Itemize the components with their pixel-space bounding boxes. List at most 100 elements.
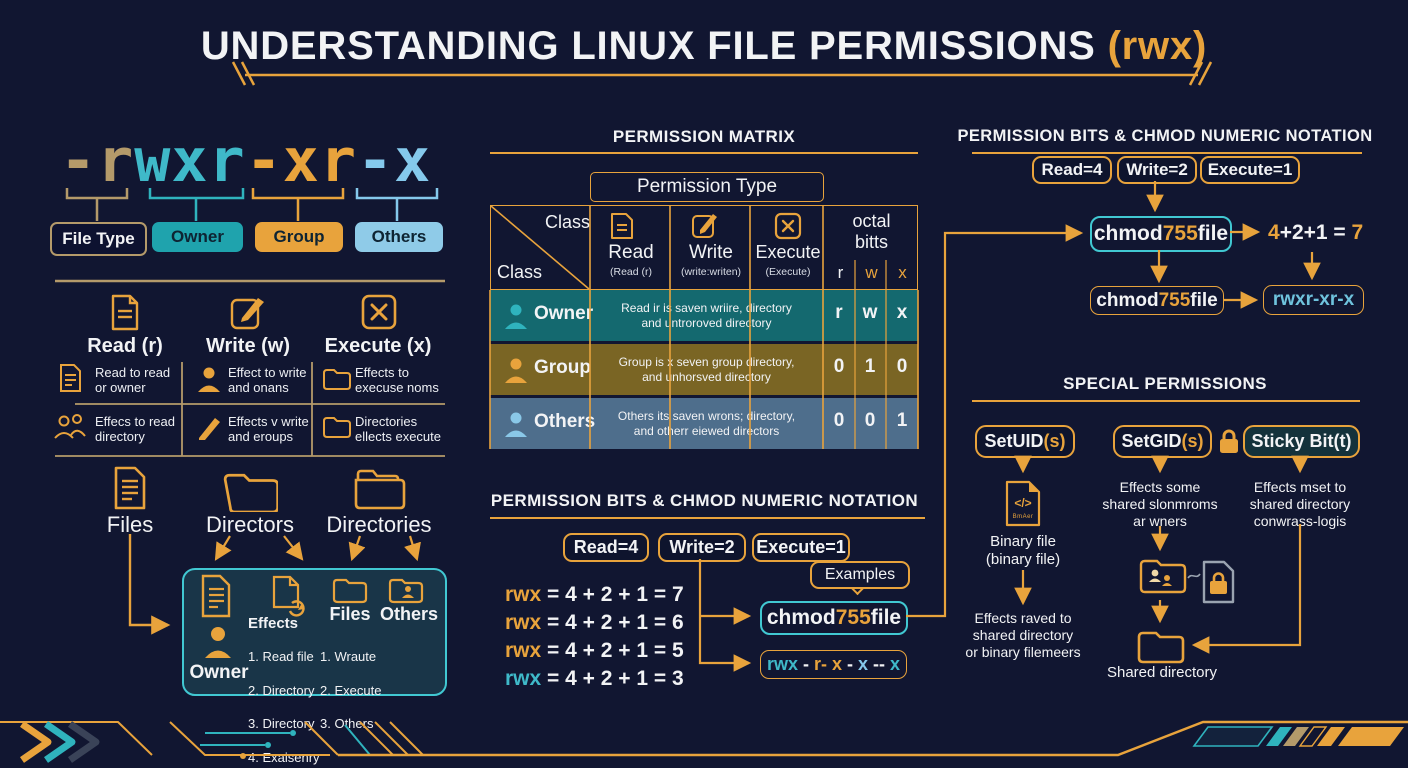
sticky-effect-text: Effects mset to shared directory conwras… [1249,479,1351,530]
notation-others: -x [357,126,432,196]
notation-owner: wxr [134,126,246,196]
matrix-row-others: Others Others its saven wrons; directory… [490,398,918,449]
octal-bits-header: octal bitts [852,211,891,252]
setgid-effect-text: Effects some shared slonmroms ar wners [1102,479,1218,530]
label-group: Group [255,222,343,252]
matrix-row-group: Group Group is x seven group directory, … [490,344,918,395]
equation-7: rwx = 4 + 2 + 1 = 7 [505,583,684,606]
pencil-icon [199,418,220,440]
notation-group: -xr [245,126,357,196]
col-execute-label: Execute [755,242,821,262]
chmod-755-box: chmod 755 file [1090,216,1232,252]
owner-effects-box: Owner Effects 1. Read file 2. Directory … [182,568,447,765]
class-top-label: Class [545,212,591,232]
lock-icon [1220,429,1238,453]
matrix-row-owner: Owner Read ir is saven wriire, directory… [490,290,918,341]
page-title-main: UNDERSTANDING LINUX FILE PERMISSIONS [200,24,1108,68]
directors-folder-icon [223,473,278,512]
chmod-755-box-2: chmod 755 file [1090,286,1224,315]
rwx-string-box: rwx - r- x - x -- x [760,650,907,679]
files-folder-icon [332,578,368,604]
read-file-note: Read to read or owner [95,365,171,396]
folder-icon [323,417,351,438]
permission-notation: -rwxr-xr-x [60,126,431,196]
execute-card-title: Execute (x) [324,335,432,357]
label-file-type: File Type [50,222,147,256]
write-pencil-icon [230,298,264,330]
write2-pill: Write=2 [658,533,746,562]
write-file-note: Effect to write and onans [228,365,307,396]
execute-x-icon [774,212,802,240]
sticky-bit-pill: Sticky Bit (t) [1243,425,1360,458]
write-dir-note: Effects v write and eroups [228,414,309,445]
page-title: UNDERSTANDING LINUX FILE PERMISSIONS (rw… [0,24,1408,69]
locked-file-icon [1202,560,1235,604]
owner-person-icon [505,304,527,329]
permission-type-header: Permission Type [590,172,824,202]
chmod-755-box: chmod 755 file [760,601,908,635]
execute-x-icon [361,294,397,330]
others-person-icon [505,412,527,437]
sum-expression: 4+2+1 = 7 [1268,221,1364,244]
owner-person-icon [205,627,231,658]
write2-pill: Write=2 [1117,156,1197,184]
shared-directory-label: Shared directory [1106,664,1218,681]
equation-5: rwx = 4 + 2 + 1 = 5 [505,639,684,662]
execute1-pill: Execute=1 [752,533,850,562]
col-read-sub: (Read (r) [609,266,652,278]
read-dir-note: Effecs to read directory [95,414,175,445]
file-icon [114,466,146,510]
setuid-pill: SetUID (s) [975,425,1075,458]
rwx-result-box: rwxr-xr-x [1263,285,1364,315]
divider [972,400,1360,402]
read-document-icon [111,294,139,331]
setuid-effect-text: Effects raved to shared directory or bin… [965,610,1081,661]
files-list: 1. Wraute 2. Execute 3. Others [320,648,382,732]
class-bottom-label: Class [497,262,543,282]
file-sync-icon [272,575,305,617]
binary-file-icon: </> BmAer [1004,480,1042,528]
special-permissions-title: SPECIAL PERMISSIONS [1063,374,1267,393]
matrix-title: PERMISSION MATRIX [612,127,796,146]
divider [490,152,918,154]
notation-filetype: -r [60,126,135,196]
setgid-pill: SetGID (s) [1113,425,1212,458]
binary-code-glyph: </> [1014,496,1032,510]
others-title: Others [380,604,439,624]
owner-label: Owner [189,662,249,683]
octal-col-w: w [865,263,878,282]
effects-title: Effects [248,615,299,632]
read-card-title: Read (r) [87,335,163,357]
col-execute-sub: (Execute) [765,266,811,278]
chmod-mid-title: PERMISSION BITS & CHMOD NUMERIC NOTATION [490,491,919,510]
col-write-label: Write [689,242,733,263]
group-person-icon [505,358,527,383]
directors-label: Directors [205,512,294,537]
page-title-accent: (rwx) [1107,24,1208,68]
files-title: Files [329,604,371,624]
read-document-icon [611,213,633,239]
equation-6: rwx = 4 + 2 + 1 = 6 [505,611,684,634]
octal-col-r: r [837,263,844,282]
matrix-header: Class Class Read (Read (r) Write (write:… [490,205,918,290]
files-label: Files [106,512,154,537]
examples-bubble: Examples [810,561,910,589]
others-folder-icon [388,578,424,604]
octal-col-x: x [898,263,907,282]
person-icon [198,367,220,392]
shared-folder-users-icon [1139,559,1187,594]
document-icon [60,364,81,392]
write-pencil-icon [692,214,717,238]
read4-pill: Read=4 [1032,156,1112,184]
label-owner: Owner [152,222,243,252]
col-write-sub: (write:writen) [680,266,742,278]
divider [490,517,925,519]
directories-label: Directories [326,512,432,537]
people-icon [54,414,86,439]
execute-file-note: Effects to execuse noms [355,365,439,396]
equation-3: rwx = 4 + 2 + 1 = 3 [505,667,684,690]
execute1-pill: Execute=1 [1200,156,1300,184]
shared-directory-icon [1137,631,1185,664]
write-card-title: Write (w) [205,335,291,357]
